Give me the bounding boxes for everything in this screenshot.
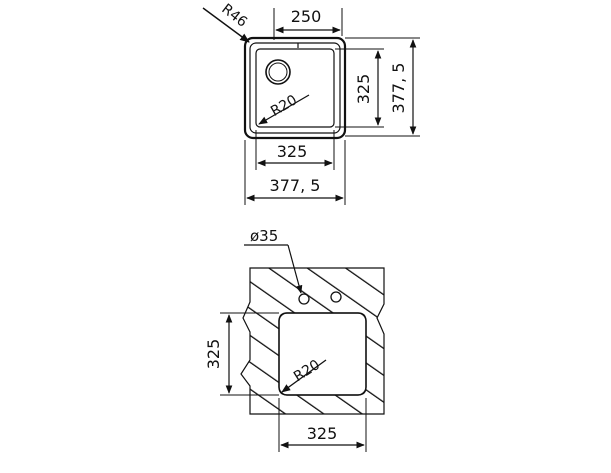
dim-3775-v-label: 377, 5 bbox=[389, 63, 408, 114]
cut-r20-label: R20 bbox=[291, 357, 323, 385]
countertop-hatch bbox=[240, 267, 385, 415]
cut-dim-325-v-label: 325 bbox=[204, 339, 223, 370]
cutout-view: ø35 325 R20 325 bbox=[204, 227, 385, 452]
tap-hole-1 bbox=[298, 293, 310, 305]
r46-leader bbox=[202, 7, 250, 43]
r20-label: R20 bbox=[268, 92, 300, 120]
drain-inner bbox=[268, 62, 288, 82]
diameter-label: ø35 bbox=[250, 227, 278, 245]
cut-dim-325-h-label: 325 bbox=[307, 424, 338, 443]
dim-3775-h-label: 377, 5 bbox=[270, 176, 321, 195]
dim-325-v-label: 325 bbox=[354, 74, 373, 105]
sink-outer-rim bbox=[243, 36, 347, 140]
drain-outer bbox=[265, 59, 291, 85]
top-view: R46 250 R20 325 377, 5 325 377, 5 bbox=[202, 1, 420, 205]
cut-r20-leader bbox=[281, 359, 327, 393]
sink-cutout bbox=[278, 312, 367, 396]
tap-hole-2 bbox=[330, 291, 342, 303]
r46-label: R46 bbox=[218, 1, 250, 31]
sink-bowl bbox=[255, 48, 335, 128]
dim-250-label: 250 bbox=[291, 7, 322, 26]
r20-leader bbox=[258, 94, 310, 125]
sink-outer-rim-inner-line bbox=[249, 42, 341, 134]
dim-325-h-label: 325 bbox=[277, 142, 308, 161]
